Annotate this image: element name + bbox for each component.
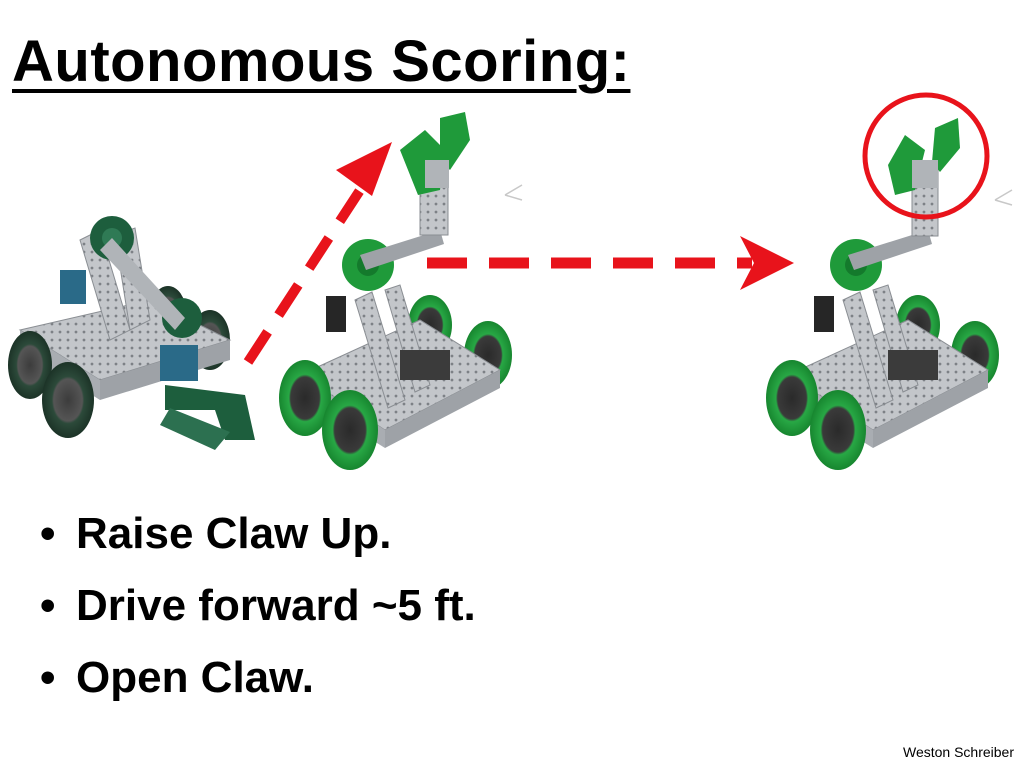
- robot-claw-raised-final-image: [766, 118, 1013, 470]
- bullet-icon: •: [40, 509, 56, 558]
- list-item: • Open Claw.: [40, 642, 476, 714]
- step-raise-claw: Raise Claw Up.: [76, 509, 392, 558]
- list-item: • Raise Claw Up.: [40, 498, 476, 570]
- bullet-icon: •: [40, 653, 56, 702]
- robot-claw-raised-image: [279, 112, 523, 470]
- drive-forward-arrow-icon: [427, 236, 794, 290]
- raise-arrow-icon: [243, 142, 392, 365]
- step-open-claw: Open Claw.: [76, 653, 314, 702]
- steps-list: • Raise Claw Up. • Drive forward ~5 ft. …: [40, 498, 476, 714]
- step-drive-forward: Drive forward ~5 ft.: [76, 581, 476, 630]
- list-item: • Drive forward ~5 ft.: [40, 570, 476, 642]
- bullet-icon: •: [40, 581, 56, 630]
- author-footer: Weston Schreiber: [902, 744, 1014, 760]
- robot-claw-down-image: [8, 216, 255, 450]
- highlight-circle: [862, 92, 990, 220]
- slide-title: Autonomous Scoring:: [12, 29, 631, 94]
